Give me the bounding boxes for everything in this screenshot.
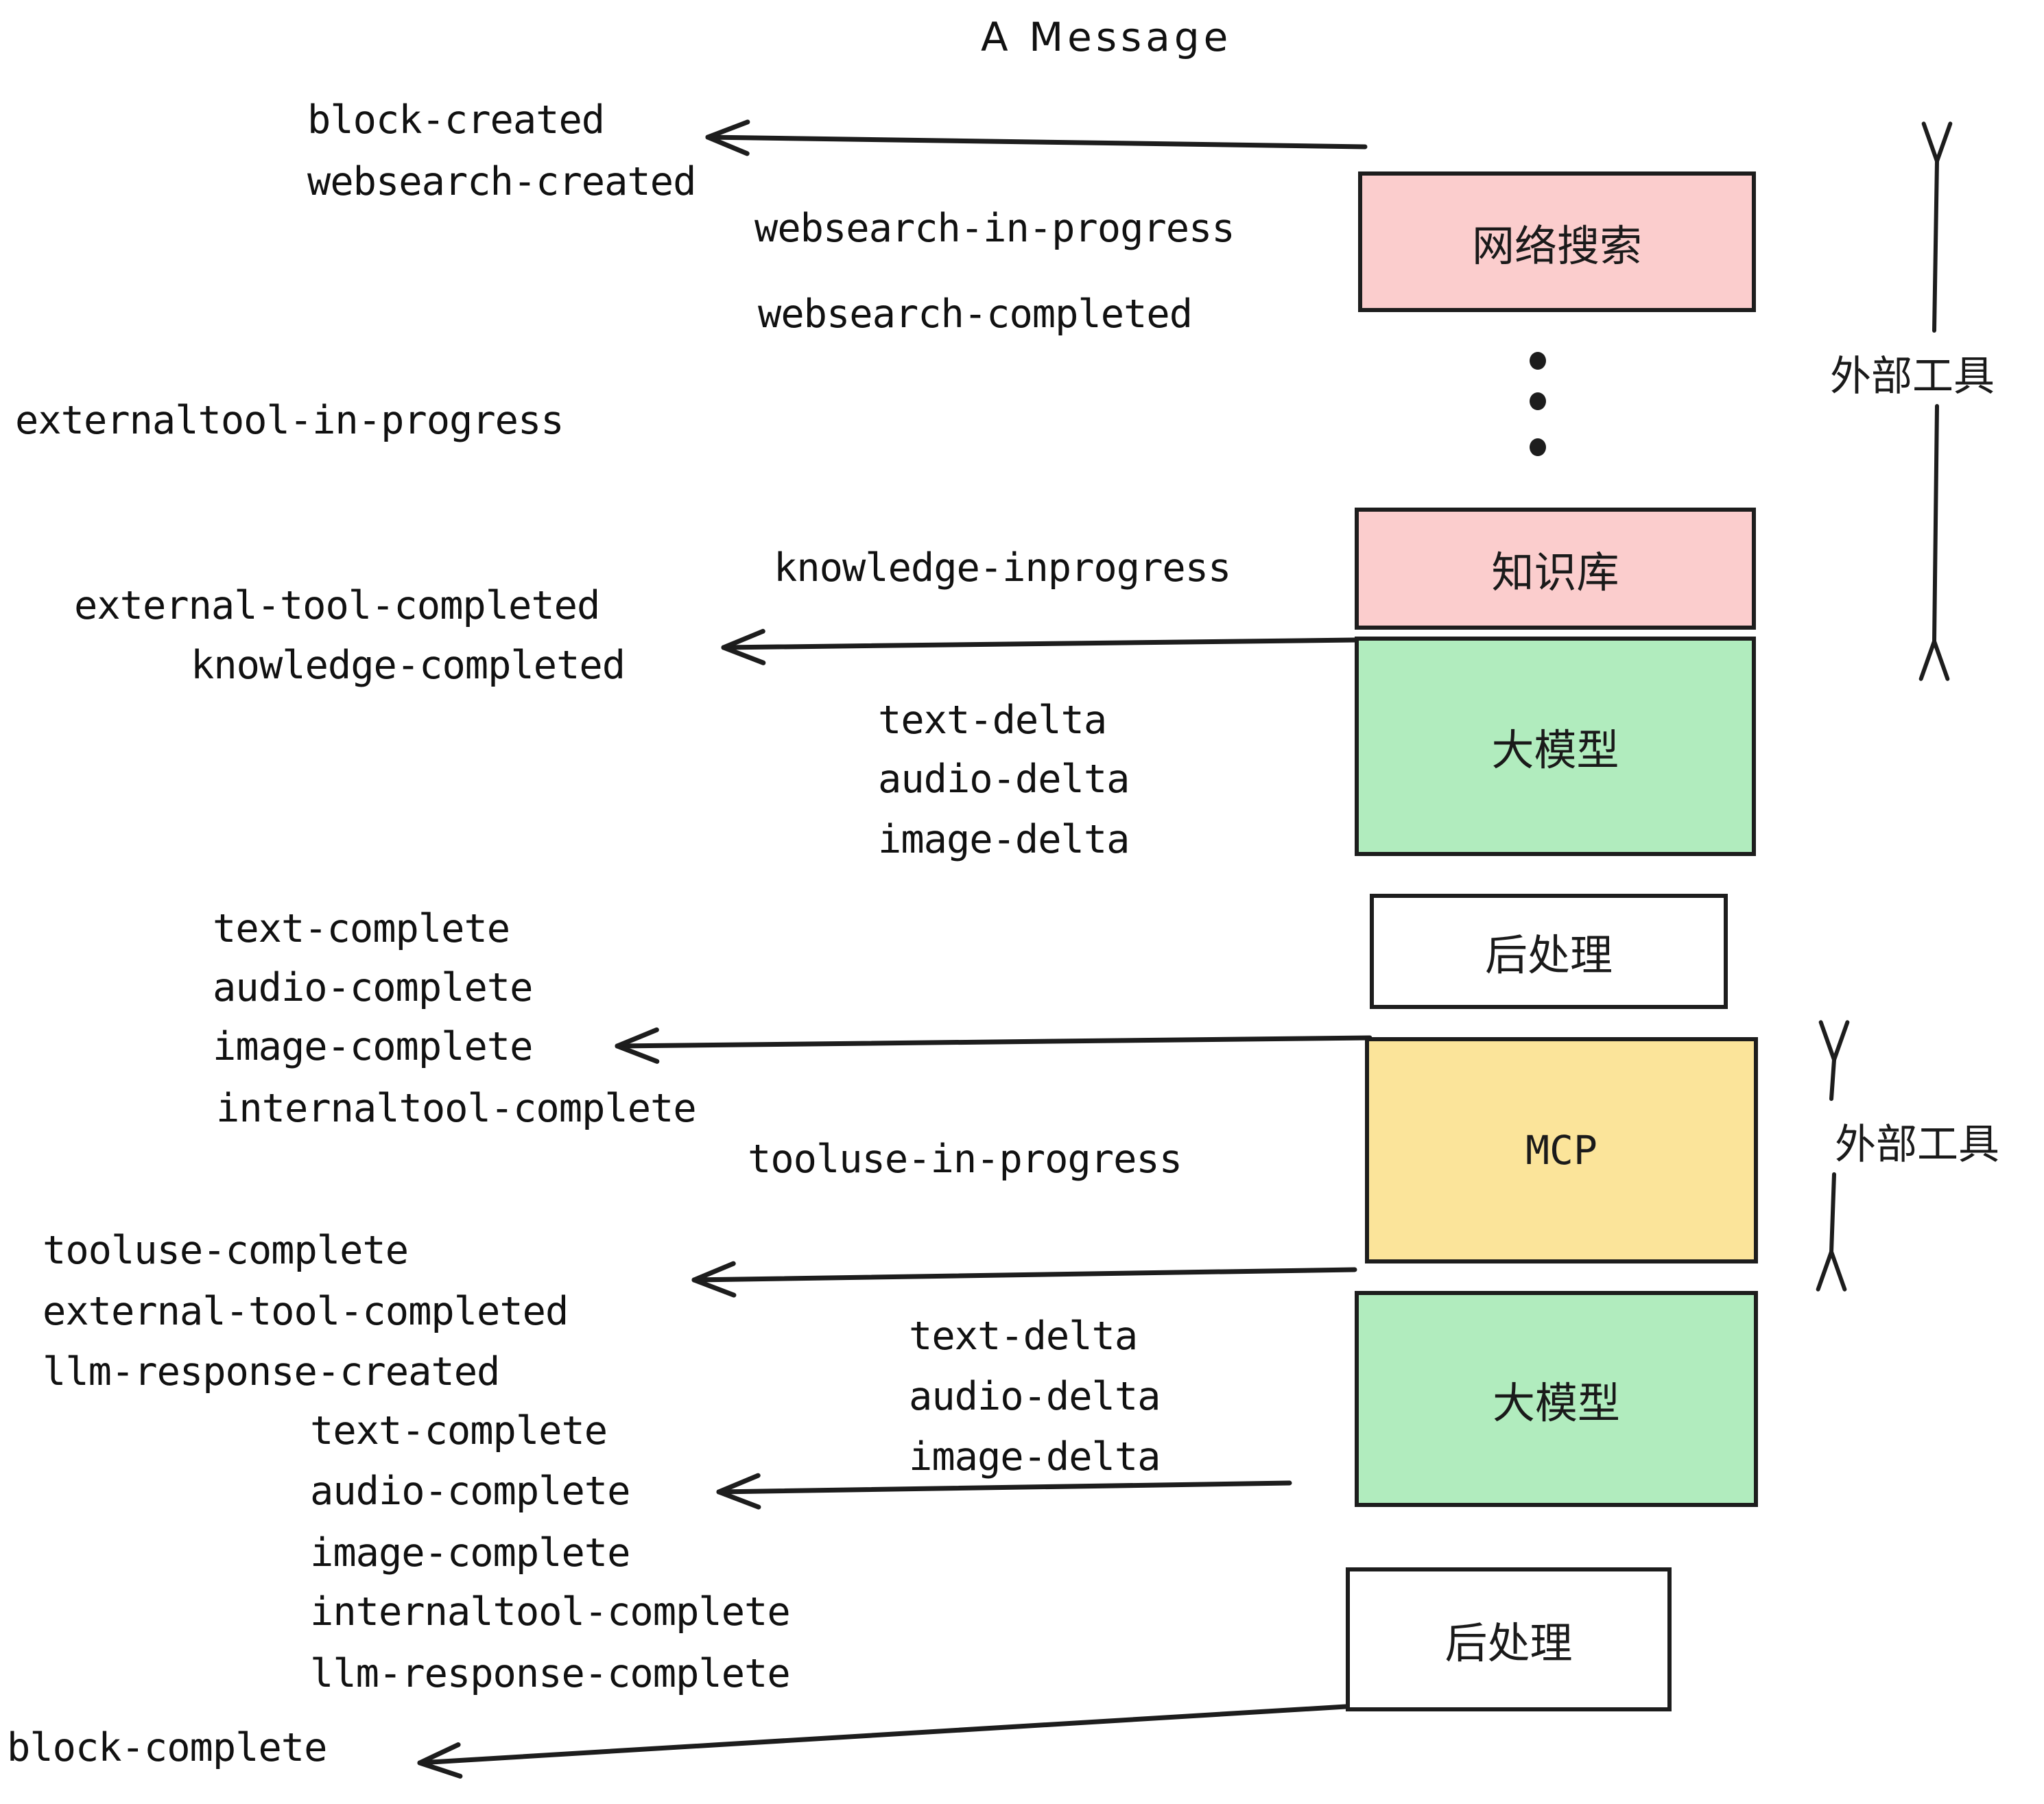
event-label: tooluse-complete — [43, 1228, 409, 1273]
event-label: internaltool-complete — [216, 1086, 697, 1131]
event-label: image-delta — [909, 1434, 1161, 1480]
bracket-label-external-tools-lower: 外部工具 — [1835, 1121, 1999, 1169]
bracket-label-external-tools-upper: 外部工具 — [1830, 353, 1995, 401]
event-label: audio-delta — [909, 1374, 1161, 1419]
event-label: external-tool-completed — [74, 583, 600, 628]
flow-arrow-llm-to-audio-complete — [716, 1473, 1292, 1510]
flow-arrow-knowledge-to-completed — [721, 628, 1357, 665]
event-label: text-complete — [310, 1408, 608, 1453]
ellipsis-dot-3 — [1530, 438, 1546, 456]
flow-arrow-postprocess-to-block-complete — [417, 1704, 1348, 1779]
event-label: websearch-in-progress — [754, 206, 1235, 251]
event-label: audio-complete — [213, 965, 533, 1010]
event-label: knowledge-inprogress — [774, 545, 1231, 591]
event-label: knowledge-completed — [191, 643, 626, 688]
flow-arrow-websearch-to-block-created — [705, 119, 1368, 156]
node-postprocess-lower: 后处理 — [1346, 1567, 1672, 1711]
event-label: websearch-completed — [758, 292, 1193, 337]
node-postprocess-upper: 后处理 — [1370, 894, 1728, 1009]
event-label: internaltool-complete — [310, 1589, 791, 1635]
node-label-postprocess-lower: 后处理 — [1445, 1618, 1573, 1668]
flow-arrow-postprocess-to-image-complete — [615, 1027, 1372, 1064]
event-label: image-delta — [878, 817, 1130, 862]
node-label-knowledgebase: 知识库 — [1491, 547, 1619, 597]
event-label: text-delta — [878, 698, 1107, 743]
node-knowledgebase: 知识库 — [1355, 508, 1756, 630]
event-label: block-created — [307, 97, 605, 143]
event-label: websearch-created — [307, 159, 696, 204]
page-title: A Message — [981, 14, 1233, 60]
node-label-postprocess-upper: 后处理 — [1484, 930, 1613, 980]
event-label: block-complete — [7, 1725, 327, 1770]
event-label: image-complete — [213, 1024, 533, 1069]
node-llm-lower: 大模型 — [1355, 1291, 1758, 1507]
node-label-websearch: 网络搜索 — [1471, 220, 1642, 271]
node-label-llm-lower: 大模型 — [1492, 1377, 1620, 1428]
event-label: text-delta — [909, 1314, 1138, 1359]
event-label: audio-delta — [878, 757, 1130, 802]
node-label-mcp: MCP — [1525, 1127, 1597, 1174]
event-label: llm-response-created — [43, 1349, 500, 1394]
event-label: image-complete — [310, 1530, 630, 1576]
event-label: text-complete — [213, 906, 510, 951]
node-websearch: 网络搜索 — [1358, 171, 1756, 312]
event-label: tooluse-in-progress — [748, 1137, 1183, 1182]
event-label: llm-response-complete — [310, 1651, 791, 1696]
event-label: audio-complete — [310, 1469, 630, 1514]
event-label: externaltool-in-progress — [15, 398, 565, 443]
node-mcp: MCP — [1365, 1037, 1758, 1263]
node-label-llm-upper: 大模型 — [1491, 725, 1619, 775]
flow-arrow-mcp-to-tooluse-complete — [691, 1261, 1357, 1298]
event-label: external-tool-completed — [43, 1289, 569, 1334]
ellipsis-dot-2 — [1530, 392, 1546, 410]
node-llm-upper: 大模型 — [1355, 637, 1756, 856]
ellipsis-dot-1 — [1530, 352, 1546, 370]
